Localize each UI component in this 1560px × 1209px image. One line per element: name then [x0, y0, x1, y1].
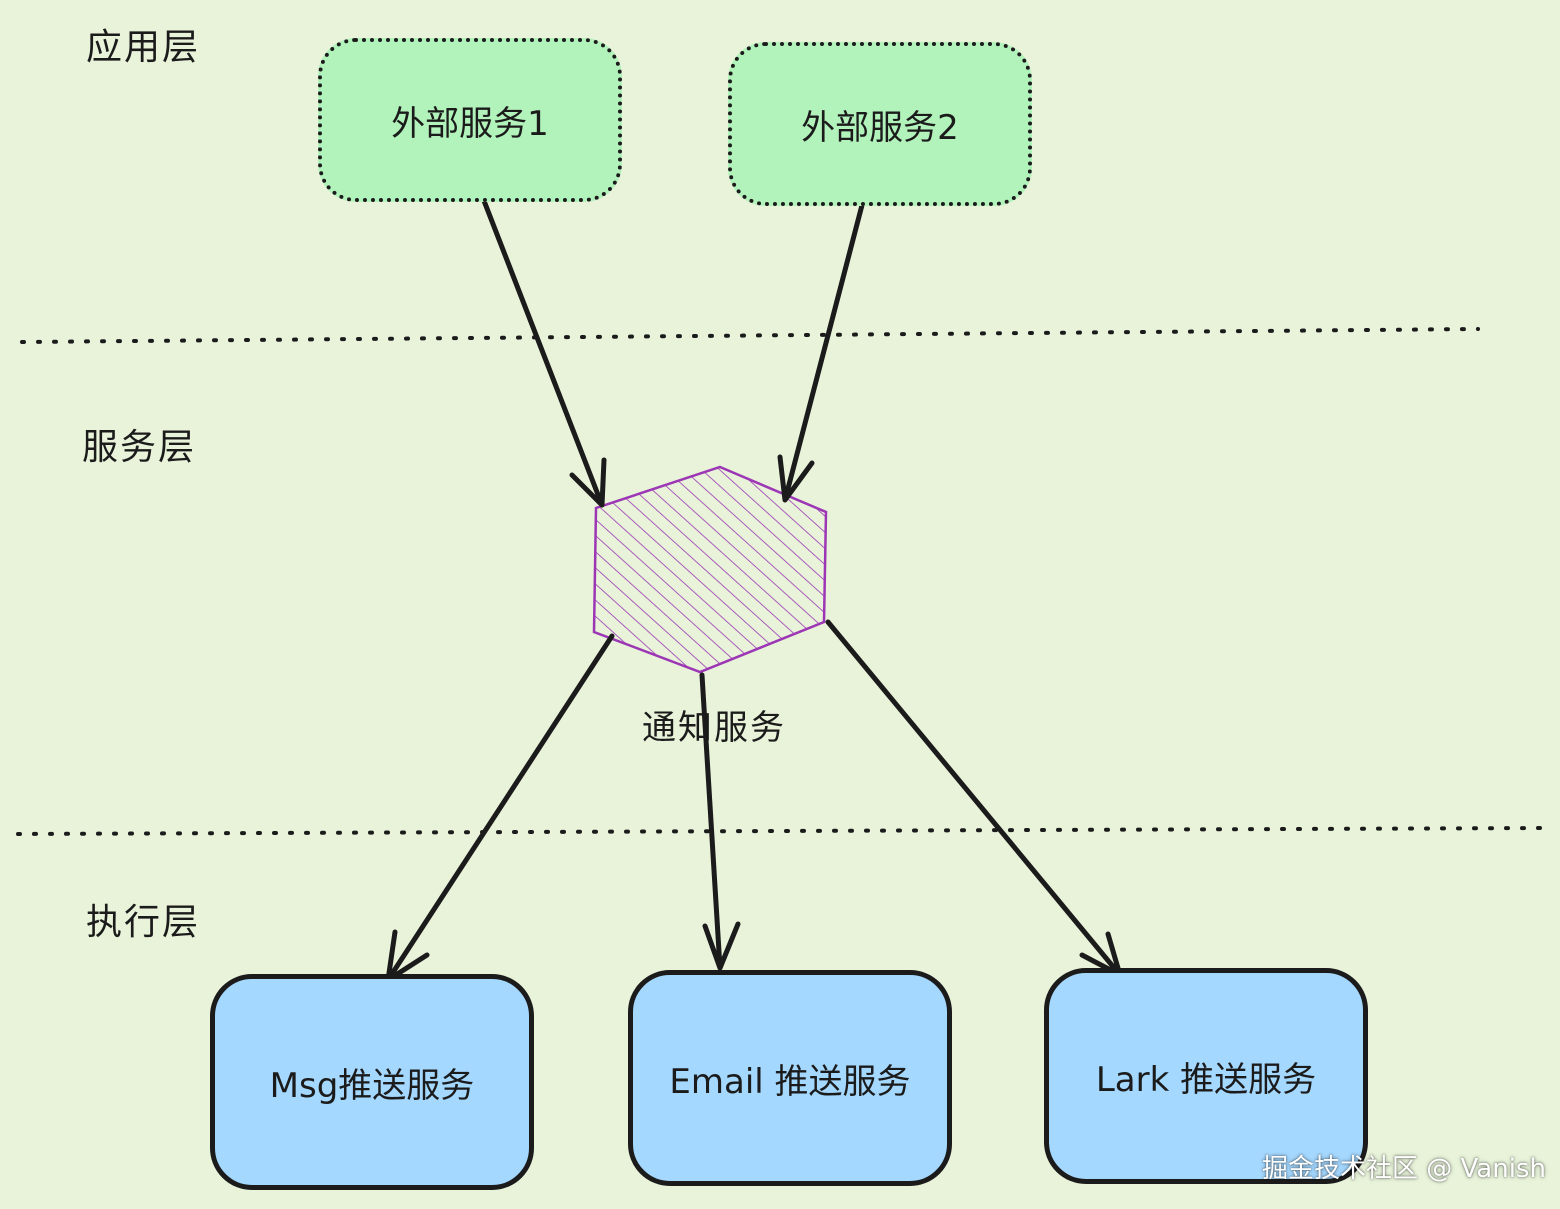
arrow-hub-to-lark: [825, 619, 1123, 978]
arrow-hub-to-msg: [385, 633, 615, 983]
layer-label-exec: 执行层: [86, 902, 201, 943]
app-service-box-1: 外部服务1: [318, 38, 622, 202]
separator-app-service: [20, 327, 1480, 344]
exec-service-label-email: Email 推送服务: [669, 1061, 911, 1102]
hub-label: 通知服务: [642, 708, 786, 748]
app-service-label-1: 外部服务1: [391, 103, 549, 144]
arrow-hub-to-email: [699, 672, 741, 971]
arrow-app1-to-hub: [471, 172, 607, 508]
exec-service-label-msg: Msg推送服务: [269, 1065, 475, 1106]
arrow-app2-to-hub: [777, 183, 870, 503]
exec-service-box-email: Email 推送服务: [628, 970, 952, 1186]
watermark: 掘金技术社区 @ Vanish: [1262, 1154, 1546, 1184]
separator-service-exec: [16, 826, 1547, 836]
exec-service-box-lark: Lark 推送服务: [1044, 968, 1368, 1184]
exec-service-box-msg: Msg推送服务: [210, 974, 534, 1190]
app-service-label-2: 外部服务2: [801, 107, 959, 148]
app-service-box-2: 外部服务2: [728, 42, 1032, 206]
exec-service-label-lark: Lark 推送服务: [1095, 1059, 1317, 1100]
notification-hub-hexagon: [592, 465, 828, 674]
layer-label-service: 服务层: [82, 427, 197, 468]
layer-label-app: 应用层: [86, 27, 201, 68]
